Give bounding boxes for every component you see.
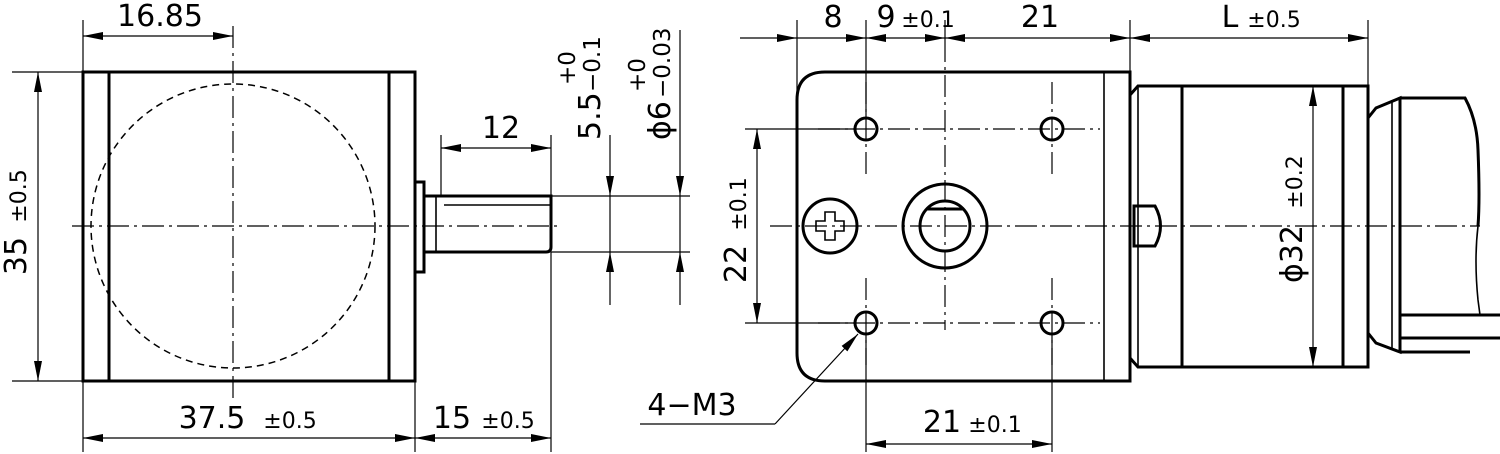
label-37-5: 37.5: [179, 401, 246, 436]
connector-body: [1398, 313, 1500, 352]
label-9-tol: ±0.1: [901, 8, 954, 33]
label-L: L: [1222, 0, 1239, 35]
label-8: 8: [823, 0, 842, 35]
label-32: ϕ32: [1275, 225, 1310, 283]
label-21b: 21: [923, 405, 961, 440]
label-35-tol: ±0.5: [7, 169, 32, 222]
gearbox-outline: [795, 70, 1132, 383]
label-6: ϕ6: [643, 101, 678, 140]
end-cap-outline: [1366, 95, 1402, 355]
connector-top: [1400, 96, 1481, 227]
shaft: [424, 194, 553, 254]
label-22-tol: ±0.1: [727, 177, 752, 230]
label-15: 15: [433, 401, 471, 436]
side-view: 16.85 35 ±0.5 37.5 ±0.5 15 ±0.5 12 5.5 +…: [0, 0, 690, 452]
label-21b-tol: ±0.1: [968, 413, 1021, 438]
label-22: 22: [719, 245, 754, 283]
label-12: 12: [482, 111, 520, 146]
break-line: [1475, 225, 1481, 316]
label-5-5: 5.5: [573, 92, 608, 140]
label-15-tol: ±0.5: [481, 409, 534, 434]
side-tab: [1132, 204, 1162, 248]
label-6-upper: +0: [625, 58, 651, 92]
label-21: 21: [1021, 0, 1059, 35]
label-5-5-upper: +0: [555, 51, 581, 85]
holes-leader: [774, 333, 859, 425]
label-32-tol: ±0.2: [1283, 155, 1308, 208]
label-L-tol: ±0.5: [1247, 8, 1300, 33]
label-6-lower: −0.03: [650, 28, 676, 98]
flange-plate: [413, 180, 426, 274]
label-35: 35: [0, 237, 34, 275]
label-5-5-lower: −0.1: [580, 36, 606, 92]
label-16-85: 16.85: [117, 0, 203, 34]
label-9: 9: [876, 0, 895, 35]
phillips-cross-icon: [815, 211, 845, 241]
label-37-5-tol: ±0.5: [263, 409, 316, 434]
holes-label: 4−M3: [647, 388, 736, 423]
front-view: 8 9 ±0.1 21 L ±0.5 22 ±0.1 ϕ32 ±0.2 21 ±…: [640, 0, 1500, 452]
